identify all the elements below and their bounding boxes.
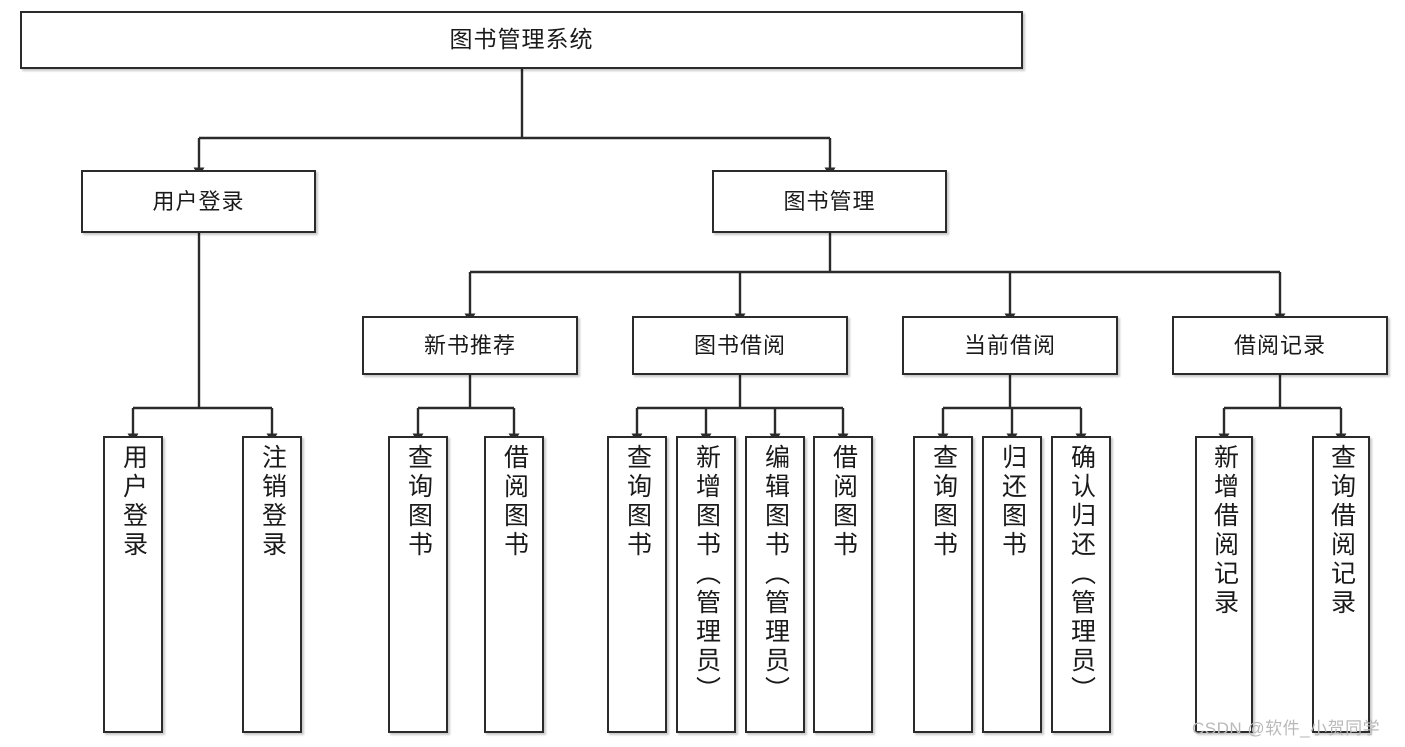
node-label: 图书管理 (783, 188, 876, 214)
node-label: 新书推荐 (423, 332, 516, 358)
node-borrow-record[interactable]: 借阅记录 (1172, 316, 1388, 375)
node-label: 确认归还（管理员） (1067, 444, 1096, 705)
node-leaf-query-record[interactable]: 查询借阅记录 (1312, 436, 1370, 733)
node-label: 借阅图书 (500, 444, 529, 560)
node-leaf-logout[interactable]: 注销登录 (242, 436, 302, 733)
node-label: 查询图书 (929, 444, 958, 560)
node-book-manage[interactable]: 图书管理 (712, 170, 947, 233)
node-leaf-return-book[interactable]: 归还图书 (982, 436, 1042, 733)
node-leaf-query-book-rec[interactable]: 查询图书 (388, 436, 448, 733)
node-label: 新增图书（管理员） (692, 444, 721, 705)
node-leaf-add-book[interactable]: 新增图书（管理员） (676, 436, 736, 733)
node-leaf-user-login[interactable]: 用户登录 (103, 436, 163, 733)
node-label: 借阅记录 (1233, 332, 1326, 358)
node-label: 注销登录 (258, 444, 287, 560)
node-leaf-query-book-cb[interactable]: 查询图书 (913, 436, 973, 733)
node-label: 图书借阅 (693, 332, 786, 358)
node-label: 查询借阅记录 (1327, 444, 1356, 618)
node-book-borrow[interactable]: 图书借阅 (632, 316, 848, 375)
node-user-login[interactable]: 用户登录 (81, 170, 316, 233)
node-label: 查询图书 (404, 444, 433, 560)
node-label: 新增借阅记录 (1210, 444, 1239, 618)
node-current-borrow[interactable]: 当前借阅 (902, 316, 1118, 375)
node-leaf-borrow-book-rec[interactable]: 借阅图书 (484, 436, 544, 733)
node-label: 当前借阅 (963, 332, 1056, 358)
node-label: 用户登录 (119, 444, 148, 560)
node-label: 用户登录 (152, 188, 245, 214)
node-label: 归还图书 (998, 444, 1027, 560)
node-label: 查询图书 (623, 444, 652, 560)
node-leaf-edit-book[interactable]: 编辑图书（管理员） (745, 436, 805, 733)
node-label: 图书管理系统 (449, 26, 594, 53)
node-new-book-rec[interactable]: 新书推荐 (362, 316, 578, 375)
node-root[interactable]: 图书管理系统 (20, 11, 1023, 69)
watermark: CSDN @软件_小贺同学 (1192, 719, 1381, 738)
node-label: 借阅图书 (829, 444, 858, 560)
node-leaf-query-book-bb[interactable]: 查询图书 (607, 436, 667, 733)
node-leaf-borrow-book-bb[interactable]: 借阅图书 (813, 436, 873, 733)
node-leaf-confirm-return[interactable]: 确认归还（管理员） (1051, 436, 1111, 733)
node-leaf-add-record[interactable]: 新增借阅记录 (1195, 436, 1253, 733)
node-label: 编辑图书（管理员） (761, 444, 790, 705)
